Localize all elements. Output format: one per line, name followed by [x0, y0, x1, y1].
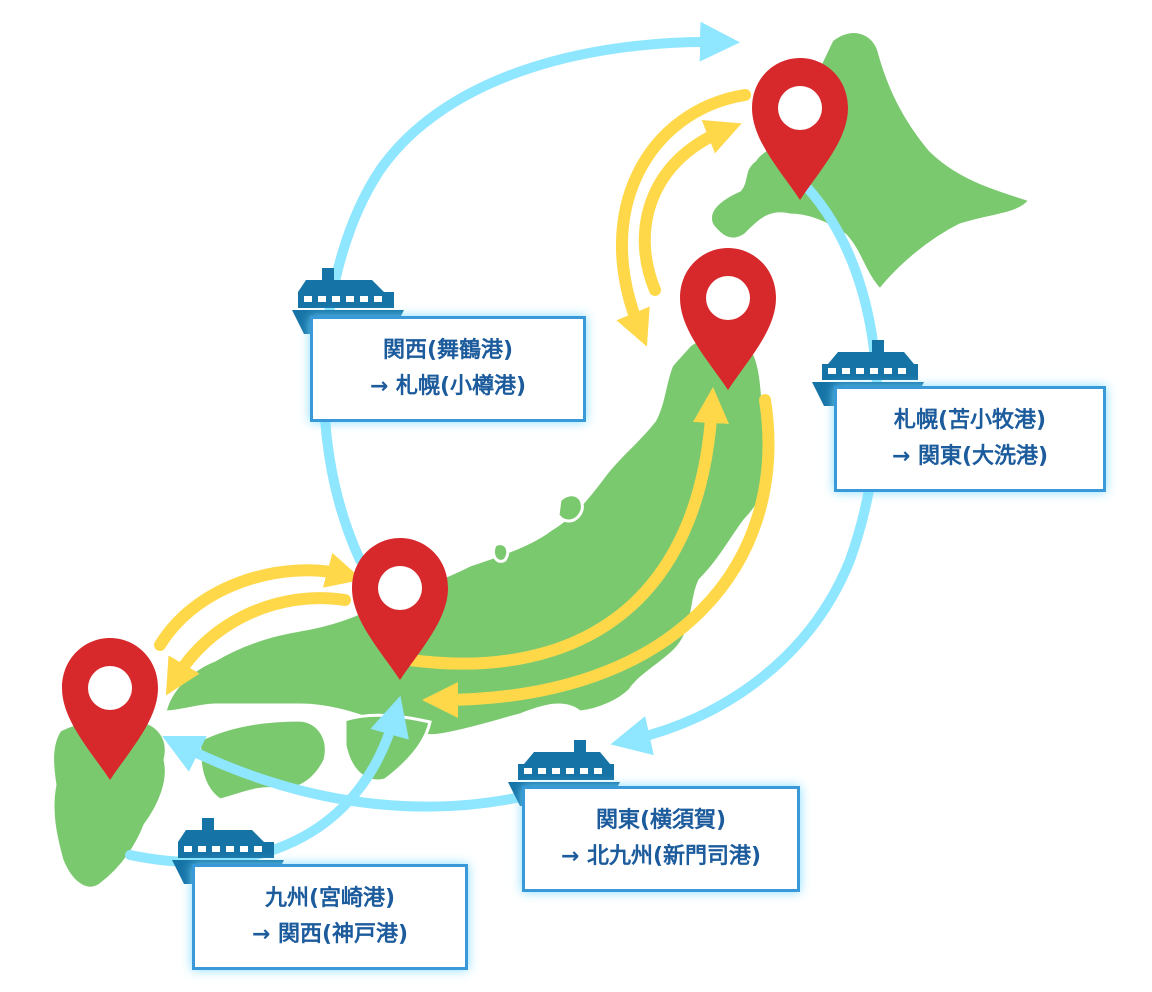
ferry-routes: [125, 21, 883, 868]
route-label-line1: 関東(横須賀): [595, 808, 727, 833]
shikoku-land: [198, 718, 328, 802]
sado-land: [556, 493, 584, 523]
japan-landmass: [51, 30, 1033, 890]
truck-route-kyushu-kansai: [154, 552, 363, 651]
hokkaido-land: [708, 30, 1033, 293]
route-label-line2: → 北九州(新門司港): [560, 844, 762, 869]
route-label-line2: → 関東(大洗港): [891, 444, 1049, 469]
map-pin-icon: [752, 58, 848, 200]
route-label-line1: 関西(舞鶴港): [382, 338, 514, 363]
route-label-line1: 九州(宮崎港): [264, 886, 396, 911]
honshu-land: [163, 336, 773, 738]
map-pin-icon: [62, 638, 158, 780]
route-label-kansai-sapporo: 関西(舞鶴港) → 札幌(小樽港): [310, 316, 586, 422]
pins: [62, 58, 848, 780]
truck-routes: [154, 89, 775, 718]
truck-route-kansai-tohoku: [404, 387, 729, 670]
ferry-route-kanto-kitakyushu: [162, 736, 535, 812]
route-label-kyushu-kansai: 九州(宮崎港) → 関西(神戸港): [192, 864, 468, 970]
map-pin-icon: [680, 248, 776, 390]
noto-land: [491, 542, 510, 563]
route-label-sapporo-kanto: 札幌(苫小牧港) → 関東(大洗港): [834, 386, 1106, 492]
truck-route-kansai-kyushu: [165, 592, 351, 696]
ferry-route-sapporo-kanto: [610, 175, 883, 756]
route-label-line2: → 関西(神戸港): [251, 922, 409, 947]
ferry-route-kansai-sapporo: [318, 21, 740, 565]
truck-route-hokkaido-tohoku: [616, 89, 751, 347]
route-label-line2: → 札幌(小樽港): [369, 374, 527, 399]
truck-route-tohoku-hokkaido: [638, 119, 742, 296]
truck-route-tohoku-kansai: [422, 394, 775, 718]
route-label-kanto-kitakyushu: 関東(横須賀) → 北九州(新門司港): [522, 786, 800, 892]
map-pin-icon: [352, 538, 448, 680]
route-label-line1: 札幌(苫小牧港): [893, 408, 1047, 433]
